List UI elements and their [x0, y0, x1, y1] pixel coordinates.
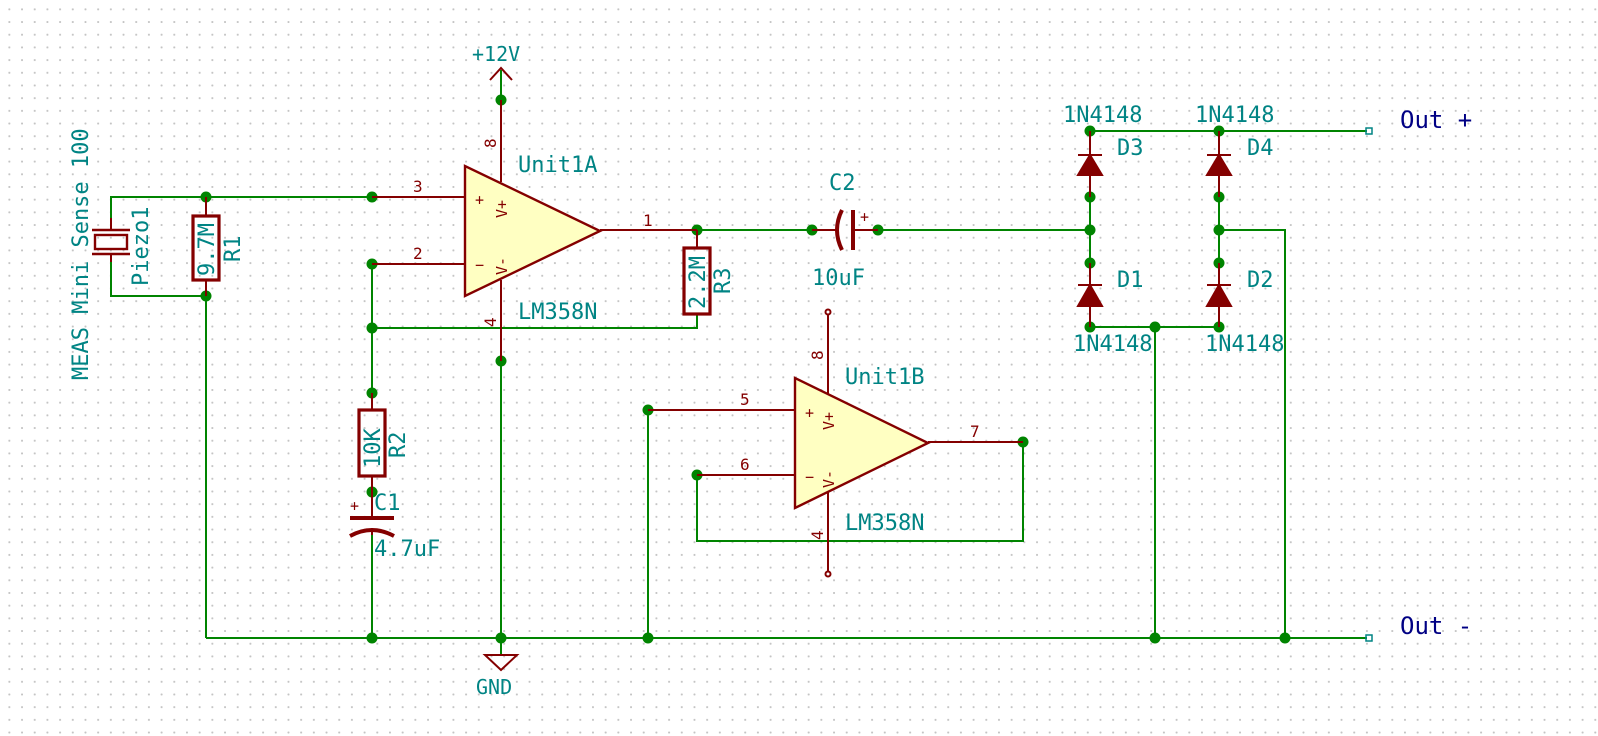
gnd-symbol: GND: [476, 654, 520, 699]
piezo-ref: Piezo1: [129, 207, 154, 286]
vcc-label: +12V: [472, 42, 520, 66]
u1b-vplus-name: V+: [820, 412, 838, 430]
u1a-ref: Unit1A: [518, 153, 597, 178]
junction: [1149, 632, 1161, 644]
diode-d1: D1 1N4148: [1073, 263, 1152, 357]
svg-text:+: +: [350, 497, 359, 515]
svg-text:+: +: [475, 191, 484, 209]
r2-ref: R2: [386, 432, 411, 459]
c1-value: 4.7uF: [374, 537, 440, 562]
d1-ref: D1: [1117, 268, 1144, 293]
opamp-u1a: 3 2 1 8 4 + − V+ V- Unit1A LM358N: [372, 100, 697, 361]
d3-ref: D3: [1117, 136, 1144, 161]
u1b-pin4: 4: [808, 530, 827, 540]
d4-value: 1N4148: [1195, 103, 1274, 128]
piezo-sensor: MEAS Mini Sense 100 Piezo1: [69, 128, 154, 380]
out-minus-label: Out -: [1400, 612, 1472, 640]
gnd-label: GND: [476, 675, 512, 699]
u1a-pin3: 3: [413, 177, 423, 196]
junction: [642, 632, 654, 644]
d2-ref: D2: [1247, 268, 1274, 293]
r3-value: 2.2M: [686, 256, 711, 309]
svg-text:+: +: [805, 404, 814, 422]
d1-value: 1N4148: [1073, 332, 1152, 357]
junction: [1213, 224, 1225, 236]
u1a-pin4: 4: [481, 317, 500, 327]
u1b-pin7: 7: [970, 422, 980, 441]
wire-u1b-plus: [647, 409, 700, 638]
diode-d4: D4 1N4148: [1195, 103, 1274, 197]
wire-piezo-bottom: [110, 262, 206, 297]
svg-text:+: +: [860, 208, 869, 226]
junction: [1084, 224, 1096, 236]
u1b-pin6: 6: [740, 455, 750, 474]
wires: [110, 70, 1367, 655]
d4-ref: D4: [1247, 136, 1274, 161]
u1b-value: LM358N: [845, 511, 924, 536]
junctions: [200, 94, 1291, 644]
diode-d3: D3 1N4148: [1063, 103, 1144, 197]
d3-value: 1N4148: [1063, 103, 1142, 128]
u1a-value: LM358N: [518, 300, 597, 325]
out-plus-label: Out +: [1400, 106, 1472, 134]
junction: [366, 322, 378, 334]
diode-d2: D2 1N4148: [1205, 263, 1284, 357]
junction: [1279, 632, 1291, 644]
wire-feedback: [372, 314, 698, 329]
u1a-vminus-name: V-: [493, 257, 511, 275]
r2-value: 10K: [361, 428, 386, 468]
junction: [495, 632, 507, 644]
r1-value: 9.7M: [195, 223, 220, 276]
u1b-pin5: 5: [740, 390, 750, 409]
c1-ref: C1: [374, 491, 401, 516]
u1a-pin2: 2: [413, 244, 423, 263]
junction: [1149, 321, 1161, 333]
u1a-pin8: 8: [481, 138, 500, 148]
vcc-symbol: +12V: [472, 42, 520, 81]
u1b-ref: Unit1B: [845, 365, 924, 390]
capacitor-c1: + C1 4.7uF: [349, 491, 440, 562]
resistor-r2: 10K R2: [357, 393, 411, 492]
r1-ref: R1: [221, 236, 246, 263]
wire-piezo-top: [110, 196, 465, 218]
d2-value: 1N4148: [1205, 332, 1284, 357]
piezo-value: MEAS Mini Sense 100: [69, 128, 94, 380]
u1b-vminus-name: V-: [820, 470, 838, 488]
opamp-u1b: 5 6 7 8 4 + − V+ V- Unit1B LM358N: [648, 308, 1023, 578]
resistor-r1: 9.7M R1: [191, 197, 246, 296]
resistor-r3: 2.2M R3: [682, 230, 736, 316]
junction: [366, 632, 378, 644]
svg-text:−: −: [475, 256, 484, 274]
wire-bridge-right-ac: [1219, 229, 1286, 638]
c2-value: 10uF: [812, 266, 865, 291]
output-minus: Out -: [1365, 612, 1472, 642]
u1b-pin8: 8: [808, 350, 827, 360]
c2-ref: C2: [829, 171, 856, 196]
u1a-pin1: 1: [643, 211, 653, 230]
capacitor-c2: + C2 10uF: [812, 171, 878, 291]
u1a-vplus-name: V+: [493, 200, 511, 218]
svg-text:−: −: [805, 468, 814, 486]
r3-ref: R3: [711, 268, 736, 295]
output-plus: Out +: [1365, 106, 1472, 135]
